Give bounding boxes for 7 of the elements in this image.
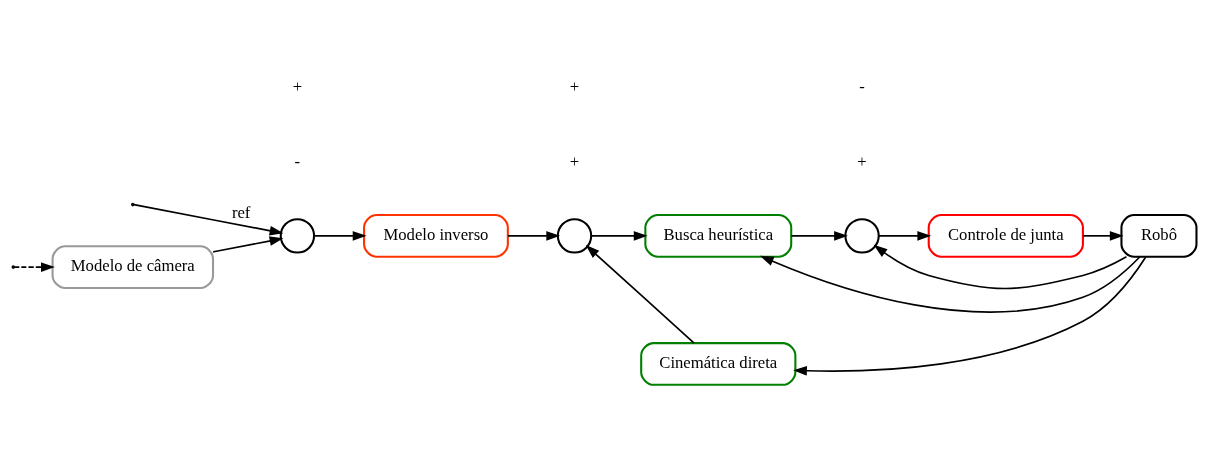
label: + xyxy=(569,76,580,96)
label: + xyxy=(857,151,867,171)
label: - xyxy=(294,151,301,171)
label: - xyxy=(859,76,865,96)
label: + xyxy=(569,151,580,171)
edge-label: ref xyxy=(231,202,251,222)
label: + xyxy=(292,76,303,96)
